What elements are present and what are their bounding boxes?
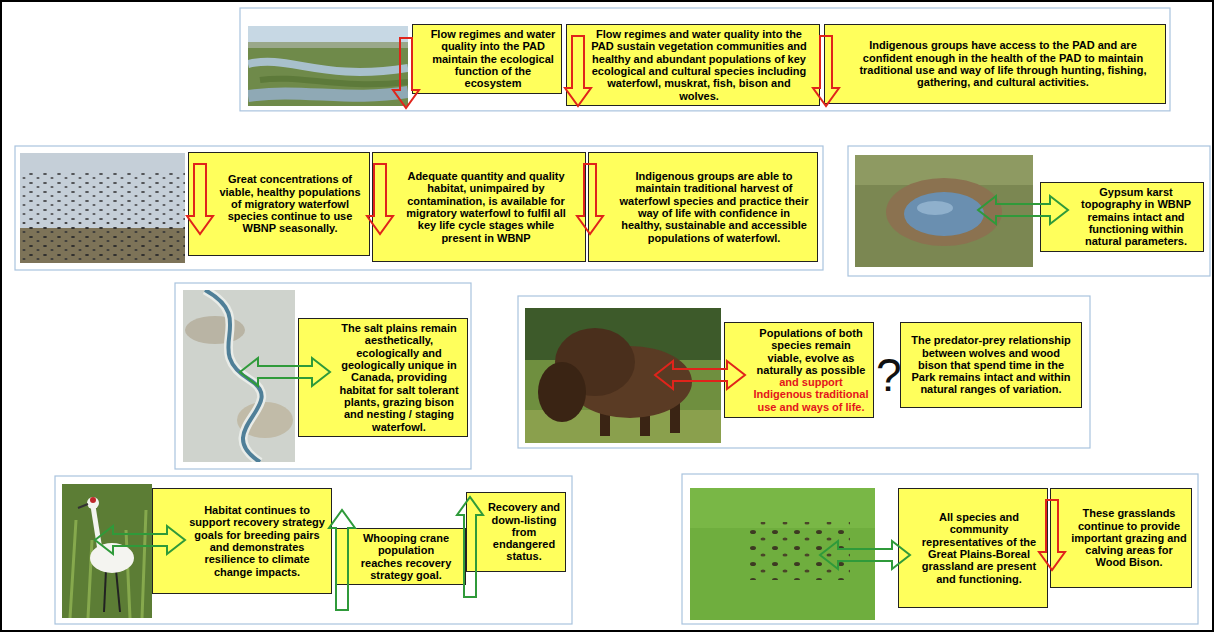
grassland-photo	[690, 488, 875, 620]
goal-text: These grasslands continue to provide imp…	[1071, 507, 1187, 569]
salt-plains-photo	[183, 290, 295, 462]
goal-text: The predator-prey relationship between w…	[907, 334, 1075, 396]
goal-box: All species and community representative…	[898, 488, 1048, 608]
goal-text: Indigenous groups are able to maintain t…	[617, 170, 811, 244]
goal-box: The predator-prey relationship between w…	[900, 322, 1082, 408]
goal-text: Recovery and down-listing from endangere…	[487, 501, 561, 563]
question-mark: ?	[876, 352, 902, 398]
goal-text: Adequate quantity and quality habitat, u…	[401, 170, 571, 244]
goal-text: Whooping crane population reaches recove…	[359, 532, 453, 581]
goal-box: Populations of both species remain viabl…	[724, 322, 874, 418]
goal-box: Recovery and down-listing from endangere…	[466, 492, 566, 572]
waterfowl-photo	[20, 153, 185, 263]
goal-text: Indigenous groups have access to the PAD…	[847, 39, 1159, 88]
stable-arrows	[95, 196, 1068, 610]
goal-box: Flow regimes and water quality into the …	[412, 24, 562, 94]
goal-text: The salt plains remain aesthetically, ec…	[335, 322, 463, 433]
goal-box: Habitat continues to support recovery st…	[152, 488, 332, 594]
goal-box: Great concentrations of viable, healthy …	[188, 152, 370, 256]
goal-text: Populations of both species remain viabl…	[757, 327, 866, 376]
delta-photo	[248, 26, 408, 106]
goal-text: Great concentrations of viable, healthy …	[217, 173, 363, 235]
crane-photo	[62, 484, 152, 618]
goal-box: These grasslands continue to provide imp…	[1050, 488, 1192, 588]
highlighted-text: and support Indigenous traditional use a…	[754, 376, 869, 413]
goal-text-block: Populations of both species remain viabl…	[753, 327, 869, 413]
goal-text: Flow regimes and water quality into the …	[429, 28, 557, 90]
goal-box: Indigenous groups are able to maintain t…	[588, 152, 818, 262]
goal-box: Gypsum karst topography in WBNP remains …	[1040, 182, 1204, 252]
goal-box: Whooping crane population reaches recove…	[336, 528, 466, 585]
decline-arrows	[187, 36, 1065, 570]
goal-text: Gypsum karst topography in WBNP remains …	[1073, 186, 1199, 248]
goal-text: All species and community representative…	[915, 511, 1043, 585]
goal-box: Adequate quantity and quality habitat, u…	[372, 152, 586, 262]
goal-text: Flow regimes and water quality into the …	[591, 28, 807, 102]
goal-text: Habitat continues to support recovery st…	[189, 504, 325, 578]
goal-box: Flow regimes and water quality into the …	[566, 24, 820, 106]
goal-box: The salt plains remain aesthetically, ec…	[298, 318, 468, 437]
karst-photo	[855, 155, 1033, 267]
goal-box: Indigenous groups have access to the PAD…	[824, 24, 1166, 104]
bison-photo	[525, 308, 721, 443]
panels	[15, 8, 1210, 624]
